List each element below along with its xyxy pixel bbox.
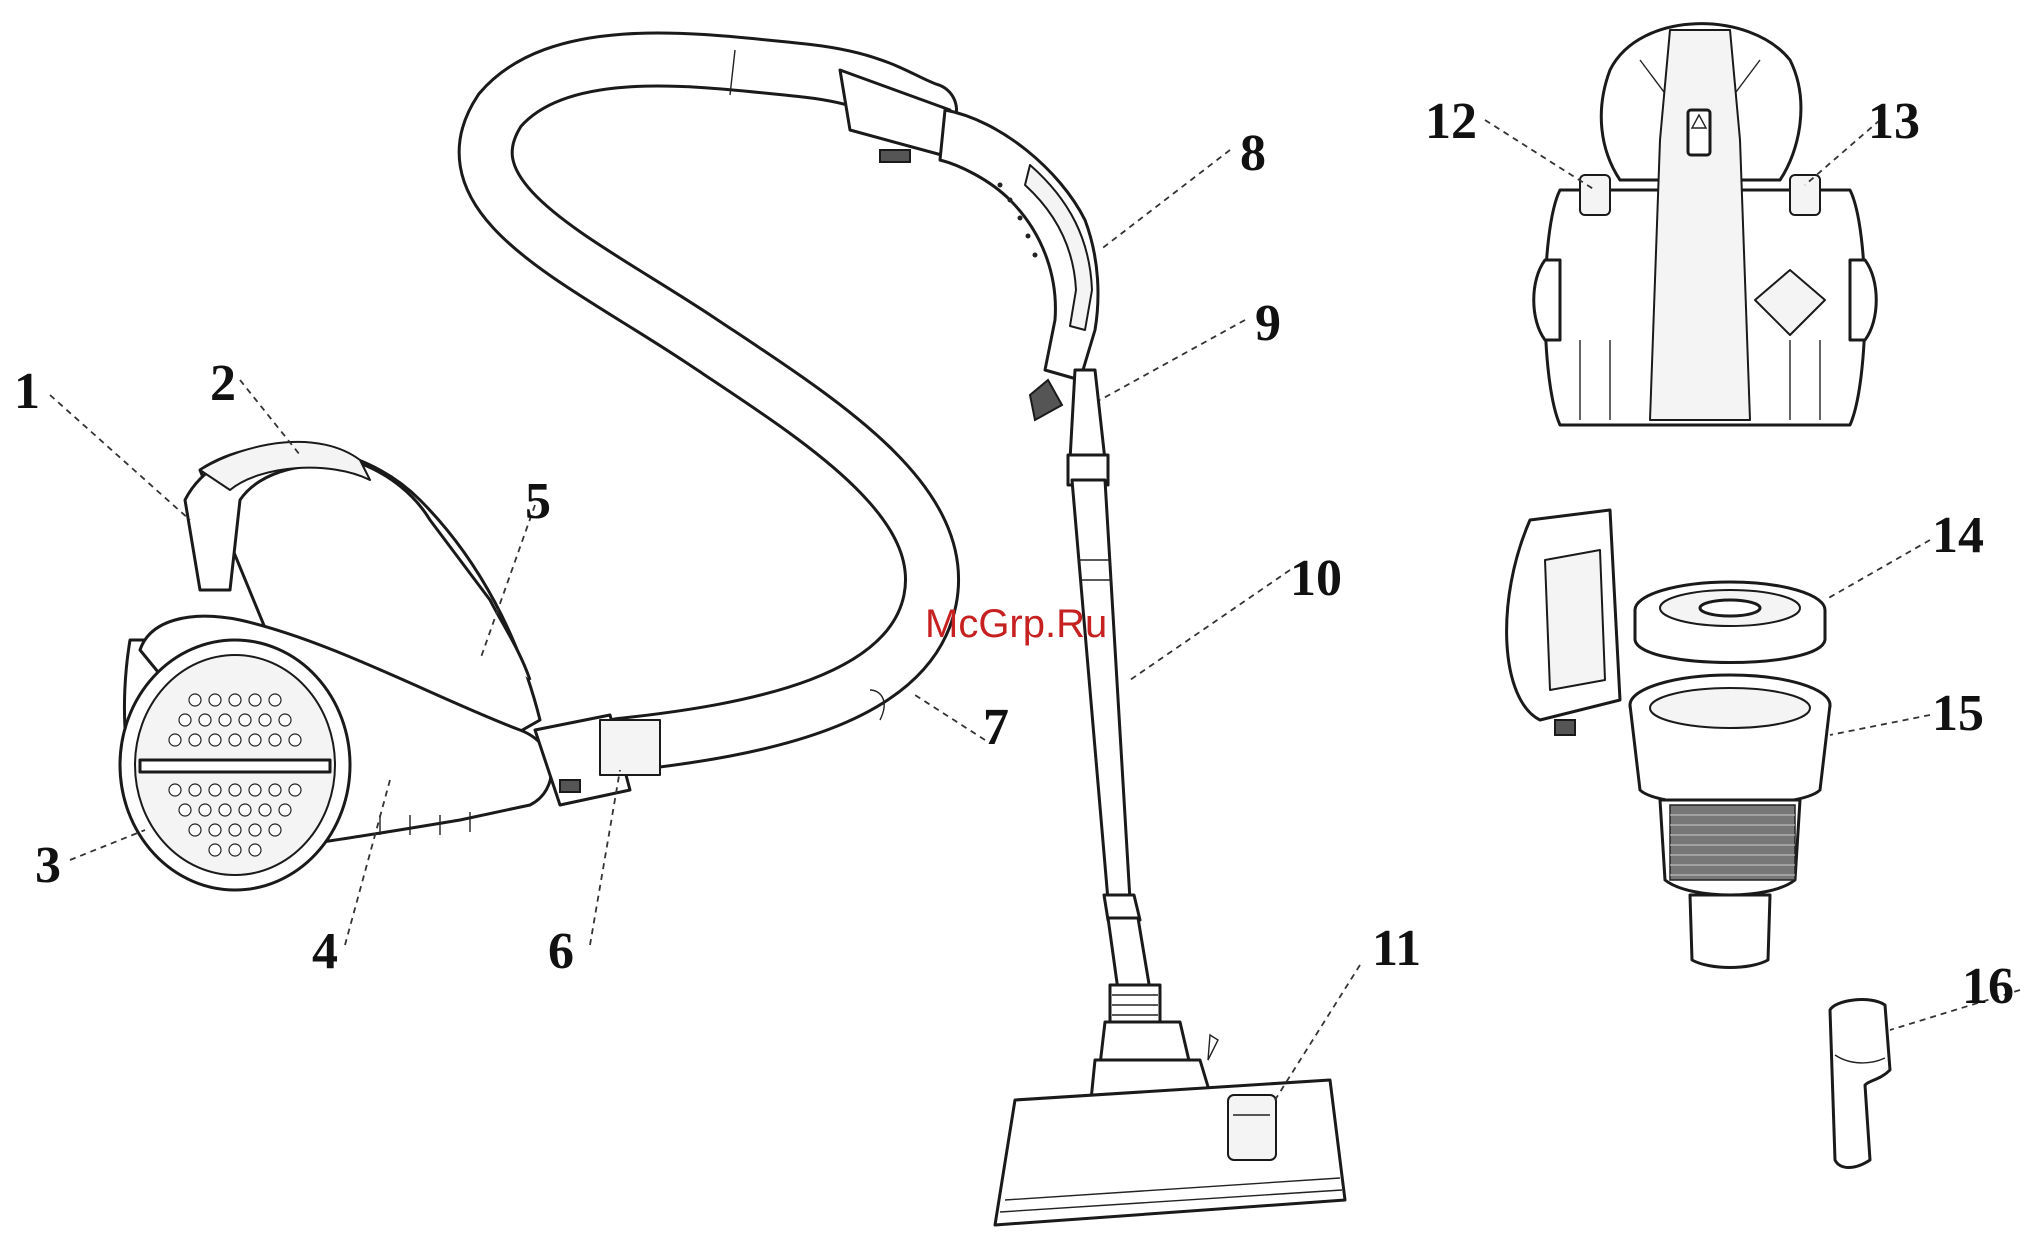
mesh-screen (1670, 805, 1795, 880)
callout-16: 16 (1962, 958, 2014, 1015)
callout-6: 6 (548, 923, 574, 980)
callout-13: 13 (1868, 93, 1920, 150)
callout-10: 10 (1290, 550, 1342, 607)
hose (486, 50, 932, 745)
callout-2: 2 (210, 355, 236, 412)
callout-14: 14 (1932, 507, 1984, 564)
callout-11: 11 (1372, 920, 1421, 977)
callout-15: 15 (1932, 685, 1984, 742)
cyclone-assembly (1507, 510, 1830, 968)
handle (840, 70, 1098, 420)
callout-3: 3 (35, 837, 61, 894)
body-back-view (1534, 24, 1877, 425)
callout-5: 5 (525, 473, 551, 530)
callout-8: 8 (1240, 125, 1266, 182)
callout-7: 7 (983, 699, 1009, 756)
watermark: McGrp.Ru (925, 602, 1107, 646)
floor-nozzle (995, 985, 1345, 1225)
vacuum-body (120, 442, 660, 890)
callout-1: 1 (14, 363, 40, 420)
callout-9: 9 (1255, 295, 1281, 352)
callout-12: 12 (1425, 93, 1477, 150)
telescopic-tube (1068, 370, 1150, 990)
callout-4: 4 (312, 923, 338, 980)
crevice-tool (1830, 1000, 1890, 1168)
